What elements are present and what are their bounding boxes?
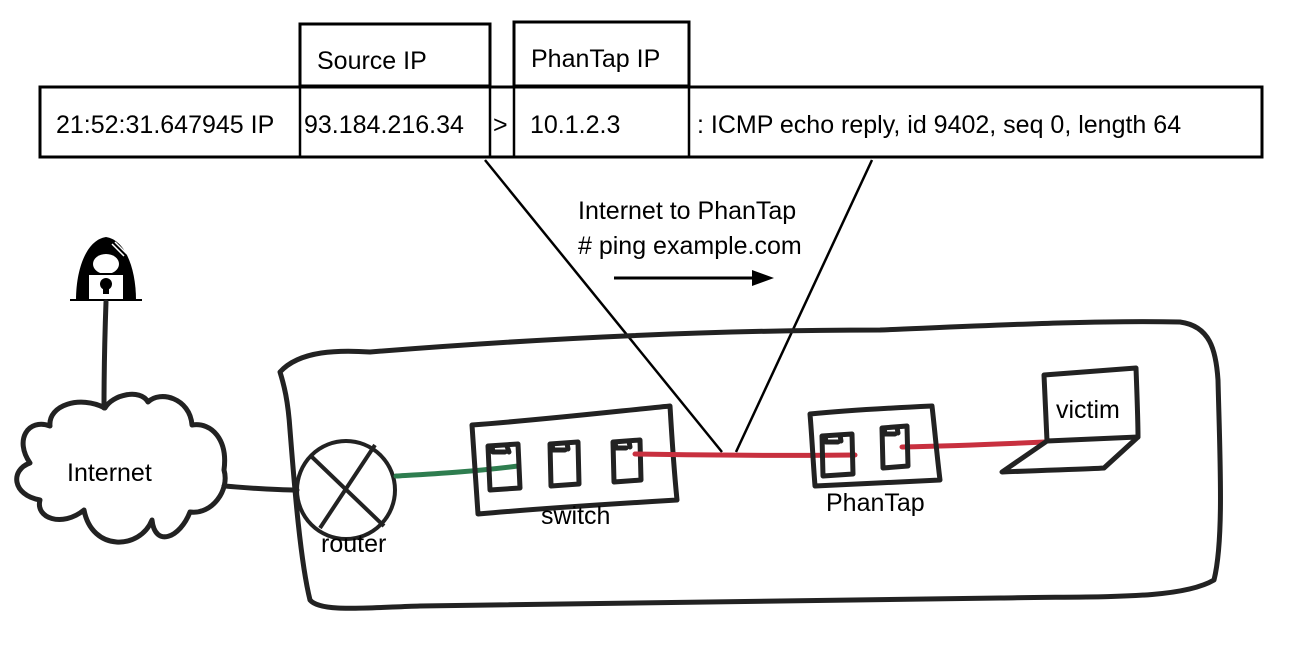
switch-label: switch <box>541 502 610 530</box>
phantap-ip-header-box <box>512 20 691 88</box>
attacker-link <box>101 299 109 411</box>
tapped-cable-phantap-victim <box>899 439 1048 450</box>
packet-row <box>38 85 1264 159</box>
source-ip-header: Source IP <box>317 47 427 75</box>
lan-boundary <box>277 319 1223 611</box>
callout-line-right <box>734 159 874 453</box>
victim-label: victim <box>1056 396 1120 424</box>
phantap-ip-header: PhanTap IP <box>531 45 660 73</box>
internet-label: Internet <box>67 459 152 487</box>
packet-dest-ip: 10.1.2.3 <box>530 111 620 139</box>
laptop-icon <box>999 365 1141 475</box>
packet-direction: > <box>493 111 508 139</box>
router-icon <box>295 439 397 541</box>
router-label: router <box>321 530 386 558</box>
annotation-direction: Internet to PhanTap <box>578 197 796 225</box>
right-arrow-icon <box>614 270 774 286</box>
uplink-cable <box>393 463 521 479</box>
packet-source-ip: 93.184.216.34 <box>304 111 464 139</box>
internet-cloud <box>14 391 228 545</box>
hacker-icon <box>70 237 142 301</box>
packet-timestamp: 21:52:31.647945 IP <box>56 111 274 139</box>
packet-payload: : ICMP echo reply, id 9402, seq 0, lengt… <box>697 111 1181 139</box>
callout-line-left <box>484 159 723 453</box>
source-ip-header-box <box>298 22 492 88</box>
switch-icon <box>469 403 680 517</box>
phantap-icon <box>807 403 943 489</box>
phantap-label: PhanTap <box>826 489 925 517</box>
internet-router-link <box>221 483 300 493</box>
annotation-command: # ping example.com <box>578 232 802 260</box>
tapped-cable-switch-phantap <box>632 451 858 458</box>
